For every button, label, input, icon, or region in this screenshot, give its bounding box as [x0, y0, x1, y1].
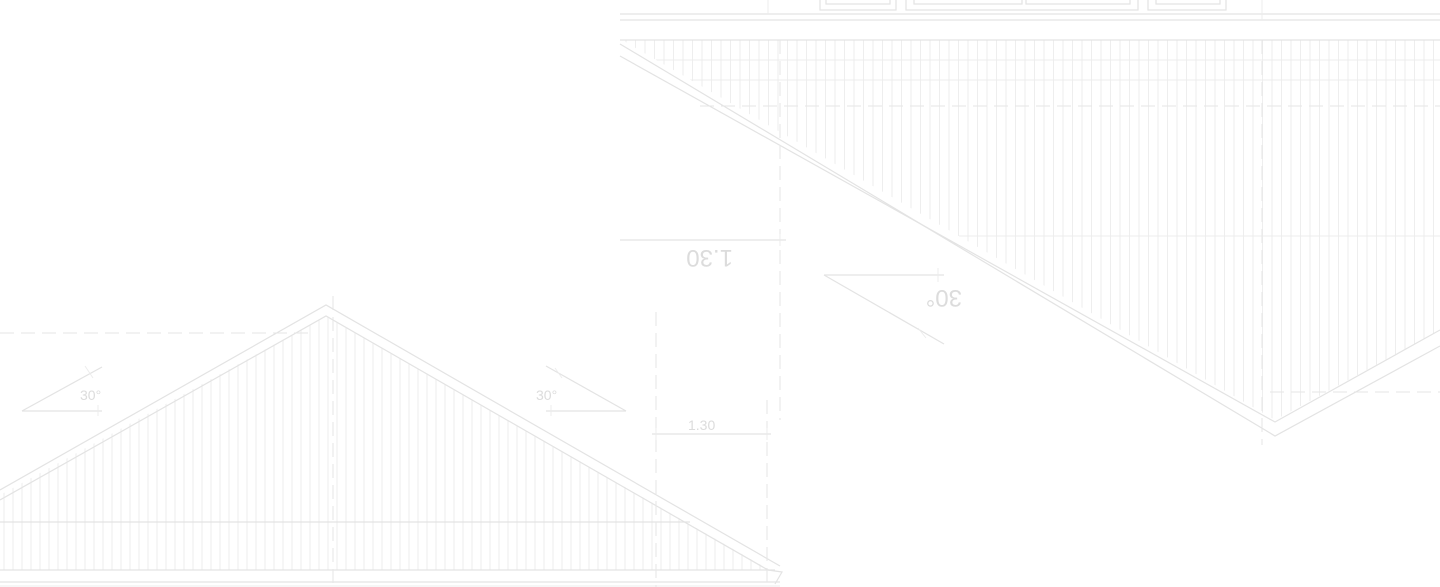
front-dimension: 1.30 [652, 312, 771, 587]
roof-inner-edge [619, 55, 1440, 423]
front-dimension-label: 1.30 [688, 417, 715, 433]
rotated-roof-plan: 1.30 30° [619, 0, 1440, 445]
gable-inner-edge [0, 315, 769, 571]
window-frames [620, 0, 1440, 41]
gable-outer-edge [0, 304, 781, 567]
rotated-dimension: 1.30 [620, 234, 786, 271]
left-angle-symbol: 30° [21, 365, 103, 416]
gable-eave-corner [767, 569, 783, 585]
rotated-dimension-label: 1.30 [686, 244, 733, 271]
gable-hatching [3, 316, 770, 570]
right-angle-symbol: 30° [536, 365, 627, 416]
gable-elevation: 30° 30° 1.30 [0, 296, 783, 587]
left-angle-label: 30° [80, 387, 101, 403]
rotated-angle-label: 30° [926, 284, 962, 311]
right-angle-label: 30° [536, 387, 557, 403]
roof-outer-edge [619, 43, 1440, 437]
rotated-angle-symbol: 30° [823, 268, 962, 345]
